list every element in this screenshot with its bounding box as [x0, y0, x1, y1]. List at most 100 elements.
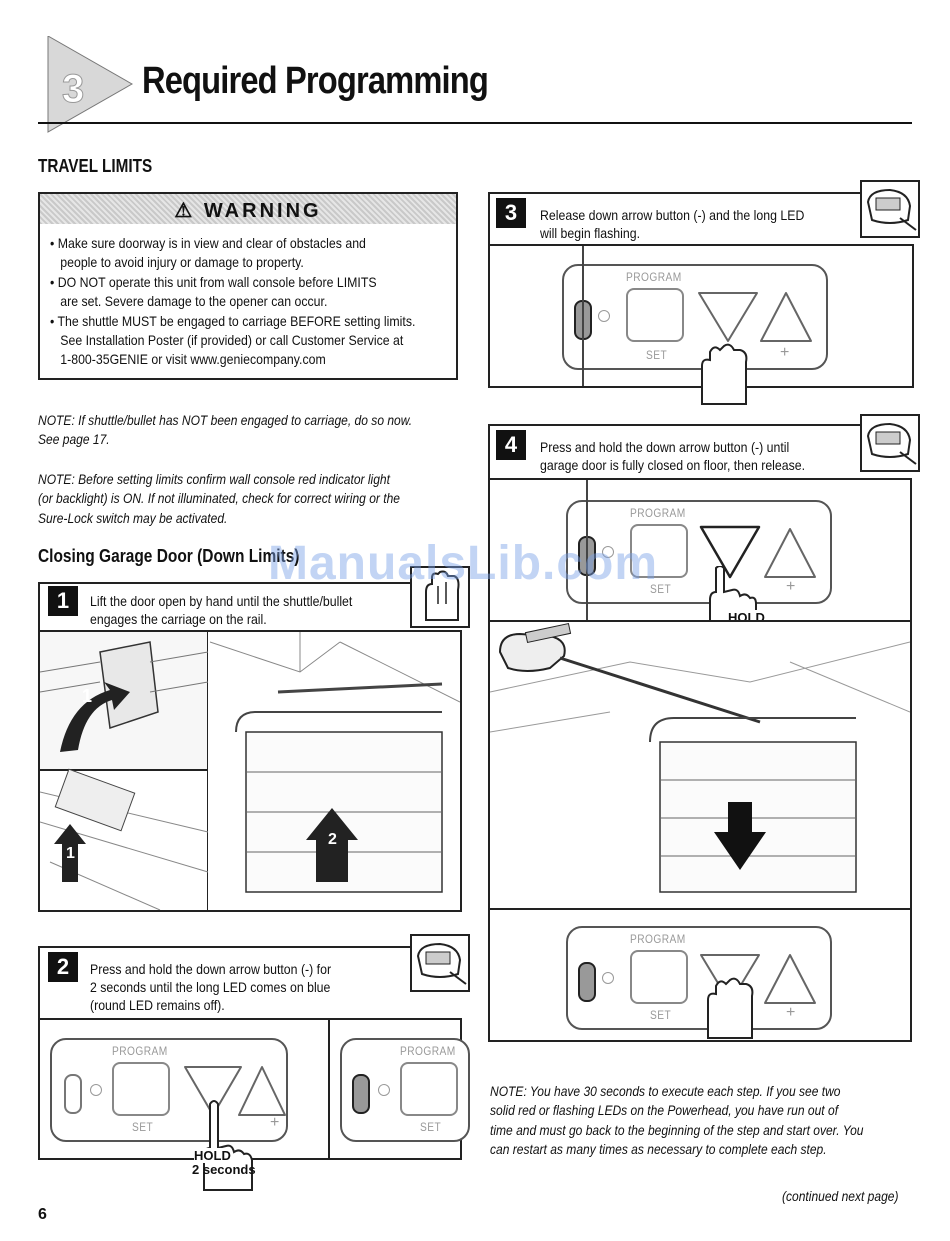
- step-2-console-view: PROGRAM SET + HOLD PROGRAM SET: [38, 1018, 470, 1191]
- step-1-illustration: 1 1 2: [38, 630, 462, 912]
- note-shuttle: NOTE: If shuttle/bullet has NOT been eng…: [38, 411, 412, 450]
- up-arrow-button[interactable]: [762, 526, 818, 580]
- note-line: NOTE: You have 30 seconds to execute eac…: [490, 1083, 841, 1099]
- program-button[interactable]: [400, 1062, 458, 1116]
- step-line: 2 seconds until the long LED comes on bl…: [90, 979, 331, 995]
- set-label: SET: [420, 1120, 442, 1134]
- set-label: SET: [132, 1120, 154, 1134]
- hold-time-label: 2 seconds: [192, 1162, 256, 1177]
- set-label: SET: [650, 582, 672, 596]
- step-line: (round LED remains off).: [90, 997, 225, 1013]
- step-4-number: 4: [496, 430, 526, 460]
- program-label: PROGRAM: [112, 1044, 168, 1058]
- long-led: [64, 1074, 82, 1114]
- wall-console: PROGRAM SET +: [566, 500, 832, 604]
- step-line: Press and hold the down arrow button (-)…: [90, 961, 332, 977]
- up-arrow-button[interactable]: [762, 952, 818, 1006]
- down-arrow-button[interactable]: [696, 290, 760, 344]
- pointer-line: [582, 246, 584, 386]
- note-line: can restart as many times as necessary t…: [490, 1141, 827, 1158]
- page-title: Required Programming: [142, 60, 489, 102]
- down-arrow-button[interactable]: [182, 1064, 244, 1118]
- garage-door-scene: [489, 620, 911, 910]
- program-button[interactable]: [112, 1062, 170, 1116]
- wall-console-led-on: PROGRAM SET: [340, 1038, 470, 1142]
- watermark: ManualsLib.com: [268, 537, 659, 590]
- step-3-console-view: PROGRAM SET +: [488, 244, 914, 405]
- round-led: [90, 1084, 102, 1096]
- step-3-header: 3 Release down arrow button (-) and the …: [488, 192, 862, 246]
- note-before-limits: NOTE: Before setting limits confirm wall…: [38, 470, 400, 528]
- hold-label: HOLD: [194, 1148, 231, 1163]
- note-line: solid red or flashing LEDs on the Powerh…: [490, 1102, 839, 1119]
- warning-line: • Make sure doorway is in view and clear…: [50, 235, 366, 251]
- long-led-flashing: [578, 962, 596, 1002]
- program-label: PROGRAM: [400, 1044, 456, 1058]
- callout-1a: 1: [82, 686, 92, 706]
- powerhead-icon: [860, 414, 920, 472]
- plus-label: +: [780, 344, 790, 361]
- step-3-number: 3: [496, 198, 526, 228]
- hand-lift-icon: [410, 566, 470, 628]
- pointer-line: [586, 480, 588, 620]
- program-button[interactable]: [626, 288, 684, 342]
- plus-label: +: [786, 1004, 796, 1021]
- step-line: Press and hold the down arrow button (-)…: [540, 439, 790, 455]
- warning-line: people to avoid injury or damage to prop…: [50, 254, 304, 271]
- program-label: PROGRAM: [630, 932, 686, 946]
- warning-line: • DO NOT operate this unit from wall con…: [50, 273, 377, 290]
- warning-box: ⚠ WARNING • Make sure doorway is in view…: [38, 192, 458, 380]
- step-line: Release down arrow button (-) and the lo…: [540, 207, 805, 223]
- long-led-on: [352, 1074, 370, 1114]
- set-label: SET: [646, 348, 668, 362]
- down-arrow-button[interactable]: [698, 524, 762, 580]
- note-line: See page 17.: [38, 431, 110, 448]
- plus-label: +: [786, 578, 796, 595]
- step-2-number: 2: [48, 952, 78, 982]
- note-line: Sure-Lock switch may be activated.: [38, 509, 228, 526]
- round-led: [602, 546, 614, 558]
- section-badge: 3: [47, 36, 134, 133]
- powerhead-icon: [860, 180, 920, 238]
- program-label: PROGRAM: [626, 270, 682, 284]
- program-button[interactable]: [630, 950, 688, 1004]
- step-1-header: 1 Lift the door open by hand until the s…: [38, 582, 412, 632]
- up-arrow-button[interactable]: [758, 290, 814, 344]
- travel-limits-heading: TRAVEL LIMITS: [38, 156, 153, 176]
- hand-release-icon: [701, 343, 748, 405]
- hand-release-icon: [707, 977, 754, 1039]
- callout-1b: 1: [66, 845, 75, 862]
- round-led: [598, 310, 610, 322]
- warning-line: 1-800-35GENIE or visit www.geniecompany.…: [50, 351, 326, 368]
- warning-line: See Installation Poster (if provided) or…: [50, 332, 404, 349]
- round-led: [602, 972, 614, 984]
- round-led: [378, 1084, 390, 1096]
- step-line: will begin flashing.: [540, 225, 640, 241]
- step-4-header: 4 Press and hold the down arrow button (…: [488, 424, 862, 480]
- wall-console-release: PROGRAM SET +: [566, 926, 832, 1030]
- step-3-text: Release down arrow button (-) and the lo…: [540, 206, 804, 242]
- continued-label: (continued next page): [782, 1188, 899, 1204]
- page-number: 6: [38, 1206, 47, 1223]
- step-1-text: Lift the door open by hand until the shu…: [90, 592, 352, 628]
- plus-label: +: [270, 1114, 280, 1131]
- program-button[interactable]: [630, 524, 688, 578]
- program-label: PROGRAM: [630, 506, 686, 520]
- note-line: time and must go back to the beginning o…: [490, 1121, 864, 1138]
- note-thirty-seconds: NOTE: You have 30 seconds to execute eac…: [490, 1082, 863, 1160]
- wall-console: PROGRAM SET +: [562, 264, 828, 370]
- up-arrow-button[interactable]: [236, 1064, 288, 1118]
- header-rule: [38, 122, 912, 124]
- powerhead-icon: [410, 934, 470, 992]
- note-line: NOTE: Before setting limits confirm wall…: [38, 471, 390, 487]
- set-label: SET: [650, 1008, 672, 1022]
- step-line: Lift the door open by hand until the shu…: [90, 593, 353, 609]
- warning-line: • The shuttle MUST be engaged to carriag…: [50, 312, 416, 329]
- callout-2: 2: [328, 831, 337, 848]
- warning-triangle-icon: ⚠: [174, 200, 204, 222]
- panel-divider: [328, 1020, 330, 1158]
- note-line: (or backlight) is ON. If not illuminated…: [38, 490, 401, 507]
- wall-console: PROGRAM SET +: [50, 1038, 288, 1142]
- step-line: garage door is fully closed on floor, th…: [540, 457, 806, 473]
- step-2-text: Press and hold the down arrow button (-)…: [90, 960, 331, 1014]
